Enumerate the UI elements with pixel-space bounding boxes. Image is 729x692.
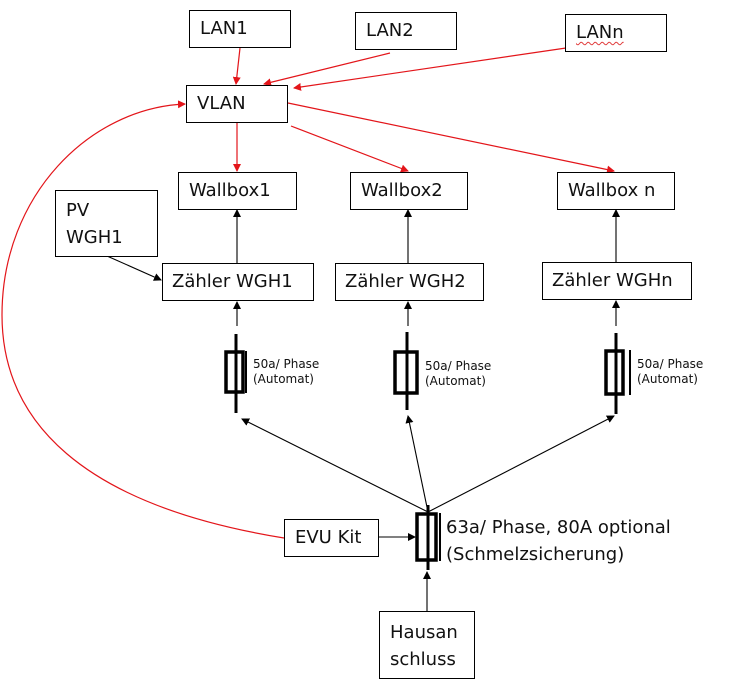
- pv-label-line1: PV: [66, 200, 90, 221]
- house-label-line2: schluss: [390, 649, 456, 670]
- meter2-box: Zähler WGH2: [335, 263, 484, 301]
- lan2-label: LAN2: [366, 20, 414, 41]
- edge-main-fuse1: [241, 418, 429, 513]
- meter1-box: Zähler WGH1: [162, 263, 314, 301]
- evu-kit-box: EVU Kit: [284, 519, 379, 557]
- lann-box: LANn: [565, 14, 667, 52]
- edge-main-fuse2: [405, 415, 429, 513]
- main-fuse-type: (Schmelzsicherung): [446, 544, 625, 565]
- wallboxn-box: Wallbox n: [557, 172, 675, 210]
- lan1-box: LAN1: [189, 10, 291, 48]
- edge-evu-vlan: [1, 100, 285, 539]
- edge-lan2-vlan: [263, 52, 391, 87]
- main-fuse-label: 63a/ Phase, 80A optional (Schmelzsicheru…: [446, 514, 671, 568]
- wallboxn-label: Wallbox n: [568, 180, 656, 201]
- fuse2-type: (Automat): [425, 374, 486, 388]
- metern-label: Zähler WGHn: [552, 270, 673, 291]
- main-fuse-rating: 63a/ Phase, 80A optional: [446, 517, 671, 538]
- vlan-box: VLAN: [186, 85, 288, 123]
- edge-lan1-vlan: [232, 47, 241, 85]
- lan1-label: LAN1: [200, 18, 248, 39]
- fusen-rating: 50a/ Phase: [637, 357, 704, 371]
- edge-lann-vlan: [293, 47, 567, 91]
- pv-box: PV WGH1: [55, 190, 158, 257]
- fuse1-label: 50a/ Phase (Automat): [253, 357, 319, 387]
- meter1-label: Zähler WGH1: [172, 271, 293, 292]
- fuse-symbol-2: [393, 332, 419, 410]
- edge-vlan-wallbox2: [290, 125, 409, 173]
- fuse1-rating: 50a/ Phase: [253, 357, 320, 371]
- fuse2-label: 50a/ Phase (Automat): [425, 359, 491, 389]
- main-fuse-symbol: [415, 505, 441, 570]
- edge-main-fusen: [427, 415, 615, 513]
- wallbox2-box: Wallbox2: [350, 172, 468, 210]
- edge-vlan-wallboxn: [287, 102, 615, 174]
- fuse2-rating: 50a/ Phase: [425, 359, 492, 373]
- meter2-label: Zähler WGH2: [345, 271, 466, 292]
- wallbox2-label: Wallbox2: [361, 180, 443, 201]
- lan2-box: LAN2: [355, 12, 457, 50]
- fuse1-type: (Automat): [253, 372, 314, 386]
- fuse-symbol-n: [604, 333, 631, 414]
- edge-pv-meter1: [106, 255, 162, 281]
- house-label-line1: Hausan: [390, 622, 458, 643]
- fuse-symbol-1: [224, 334, 247, 413]
- fusen-type: (Automat): [637, 372, 698, 386]
- lann-label: LANn: [576, 22, 624, 43]
- wallbox1-box: Wallbox1: [178, 172, 297, 210]
- vlan-label: VLAN: [197, 93, 246, 114]
- fusen-label: 50a/ Phase (Automat): [637, 357, 703, 387]
- house-connection-box: Hausan schluss: [379, 611, 475, 679]
- metern-box: Zähler WGHn: [542, 262, 692, 300]
- pv-label-line2: WGH1: [66, 227, 123, 248]
- wallbox1-label: Wallbox1: [189, 180, 271, 201]
- evu-kit-label: EVU Kit: [295, 527, 362, 548]
